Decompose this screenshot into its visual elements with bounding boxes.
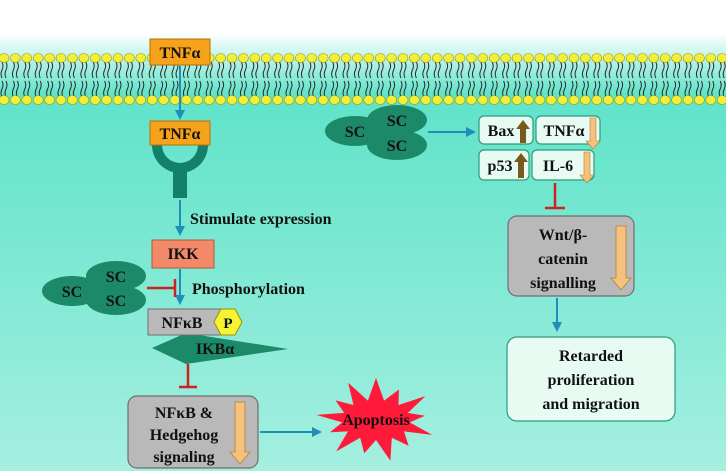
tnf-right-label: TNFα bbox=[544, 123, 585, 140]
wnt-line-3: signalling bbox=[530, 275, 596, 292]
tnf-receptor-cup bbox=[152, 145, 208, 173]
tnf-top-box bbox=[149, 38, 211, 66]
bax-box bbox=[478, 115, 534, 145]
up-arrow-p53 bbox=[514, 153, 528, 178]
tnf-receptor-box bbox=[149, 120, 211, 146]
ikk-box bbox=[151, 239, 215, 269]
retarded-line-1: Retarded bbox=[559, 348, 623, 365]
sc-left-1: SC bbox=[62, 284, 82, 301]
wnt-line-1: Wnt/β- bbox=[539, 227, 587, 244]
bax-label: Bax bbox=[488, 123, 515, 140]
sc-left-3: SC bbox=[106, 293, 126, 310]
inhibit-ikba bbox=[179, 364, 197, 389]
down-arrow-wnt bbox=[610, 225, 632, 291]
ikk-label: IKK bbox=[167, 246, 199, 263]
down-arrow-hedgehog bbox=[229, 401, 251, 465]
nfkb-hedgehog-line-3: signaling bbox=[153, 449, 214, 466]
sc-cluster-left: SC SC SC bbox=[42, 261, 146, 315]
inhibit-markers-to-wnt bbox=[545, 183, 565, 210]
p53-label: p53 bbox=[488, 158, 513, 175]
sc-left-2: SC bbox=[106, 269, 126, 286]
sc-right-1: SC bbox=[345, 124, 365, 141]
stimulate-expression-label: Stimulate expression bbox=[190, 211, 332, 228]
tnf-receptor-label: TNFα bbox=[160, 126, 201, 143]
ikba-shape bbox=[152, 333, 288, 364]
phosphorylation-label: Phosphorylation bbox=[192, 281, 305, 298]
down-arrow-il6 bbox=[579, 151, 595, 184]
up-arrow-bax bbox=[516, 120, 530, 143]
wnt-line-2: catenin bbox=[538, 251, 588, 268]
sc-right-2: SC bbox=[387, 113, 407, 130]
apoptosis-star bbox=[316, 378, 433, 461]
nfkb-hedgehog-box bbox=[127, 395, 259, 469]
il6-box bbox=[531, 149, 595, 181]
sc-cluster-right: SC SC SC bbox=[325, 105, 427, 160]
tnf-top-label: TNFα bbox=[160, 45, 201, 62]
retarded-box bbox=[506, 336, 676, 422]
p53-box bbox=[478, 149, 530, 181]
retarded-line-2: proliferation bbox=[548, 372, 635, 389]
phospho-badge bbox=[213, 308, 243, 336]
nfkb-box bbox=[147, 308, 223, 336]
tnf-right-box bbox=[535, 115, 601, 145]
retarded-line-3: and migration bbox=[542, 396, 639, 413]
nfkb-hedgehog-line-1: NFκB & bbox=[155, 405, 213, 422]
wnt-box bbox=[507, 215, 635, 297]
tnf-receptor-stem bbox=[173, 168, 187, 198]
ikba-label: IKBα bbox=[196, 341, 234, 358]
apoptosis-label: Apoptosis bbox=[342, 412, 410, 429]
inhibit-sc-left bbox=[147, 279, 177, 297]
phospho-label: P bbox=[223, 316, 232, 332]
down-arrow-tnf bbox=[585, 117, 601, 150]
il6-label: IL-6 bbox=[543, 158, 573, 175]
nfkb-hedgehog-line-2: Hedgehog bbox=[150, 427, 218, 444]
nfkb-label: NFκB bbox=[162, 315, 203, 332]
sc-right-3: SC bbox=[387, 138, 407, 155]
